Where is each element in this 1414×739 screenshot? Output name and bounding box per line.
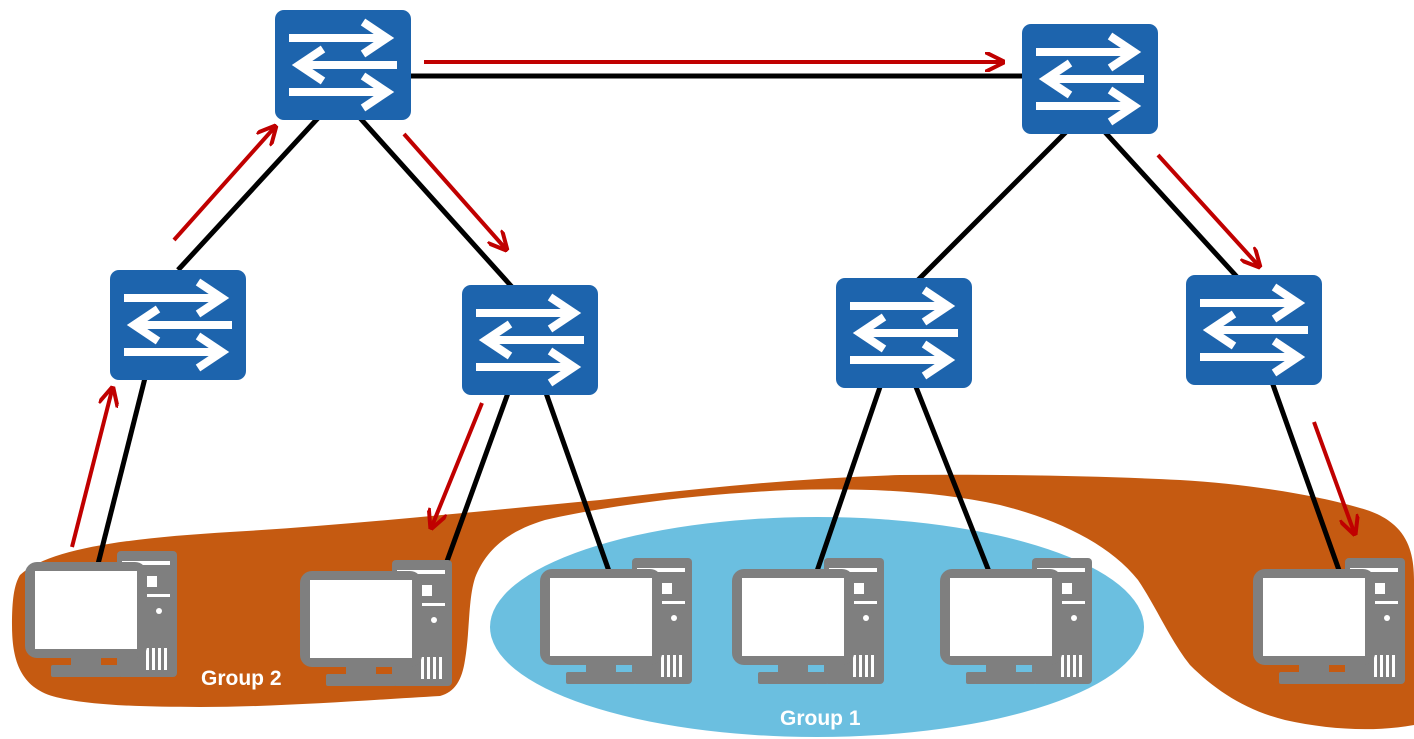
flow-arrow-icon-4 <box>432 402 484 526</box>
flow-arrow-icon-6 <box>1156 153 1258 265</box>
flow-arrow-icon-1 <box>70 390 112 548</box>
multicast-flow-arrows <box>70 62 1354 548</box>
switch-icon-core-left[interactable] <box>275 10 411 120</box>
switches-layer <box>110 10 1322 395</box>
link-core-left-access-2 <box>358 116 514 289</box>
group-1-label: Group 1 <box>780 707 861 730</box>
network-links <box>93 73 1343 576</box>
switch-icon-core-right[interactable] <box>1022 24 1158 134</box>
flow-arrow-icon-3 <box>402 132 505 248</box>
link-core-right-access-4 <box>1101 128 1240 280</box>
link-access-1-host-1 <box>93 377 148 573</box>
switch-icon-access-1[interactable] <box>110 270 246 380</box>
switch-icon-access-4[interactable] <box>1186 275 1322 385</box>
link-access-2-host-2 <box>439 392 511 576</box>
link-access-2-host-3 <box>543 392 613 575</box>
link-access-3-host-5 <box>913 386 993 575</box>
flow-arrow-icon-2 <box>172 128 274 242</box>
flow-arrow-icon-7 <box>1312 421 1354 532</box>
link-access-4-host-6 <box>1269 381 1343 574</box>
link-core-left-access-1 <box>176 116 320 272</box>
switch-icon-access-3[interactable] <box>836 278 972 388</box>
link-core-right-access-3 <box>916 128 1070 282</box>
link-access-3-host-4 <box>813 386 883 575</box>
switch-icon-access-2[interactable] <box>462 285 598 395</box>
group-2-label: Group 2 <box>201 667 282 690</box>
